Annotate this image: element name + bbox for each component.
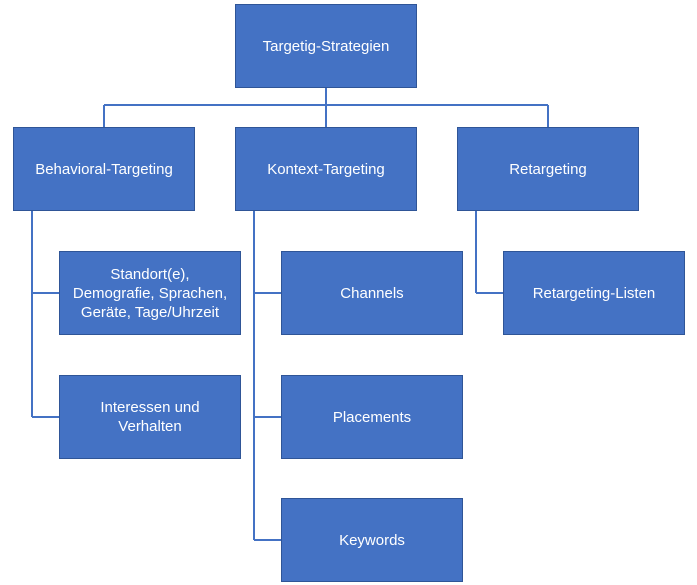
leaf-placements: Placements	[281, 375, 463, 459]
leaf-interessen-verhalten: Interessen und Verhalten	[59, 375, 241, 459]
leaf-keywords: Keywords	[281, 498, 463, 582]
branch-kontext-targeting: Kontext-Targeting	[235, 127, 417, 211]
leaf-standort-demografie: Standort(e), Demografie, Sprachen, Gerät…	[59, 251, 241, 335]
branch-behavioral-targeting: Behavioral-Targeting	[13, 127, 195, 211]
branch-retargeting: Retargeting	[457, 127, 639, 211]
root-node: Targetig-Strategien	[235, 4, 417, 88]
leaf-channels: Channels	[281, 251, 463, 335]
leaf-retargeting-listen: Retargeting-Listen	[503, 251, 685, 335]
